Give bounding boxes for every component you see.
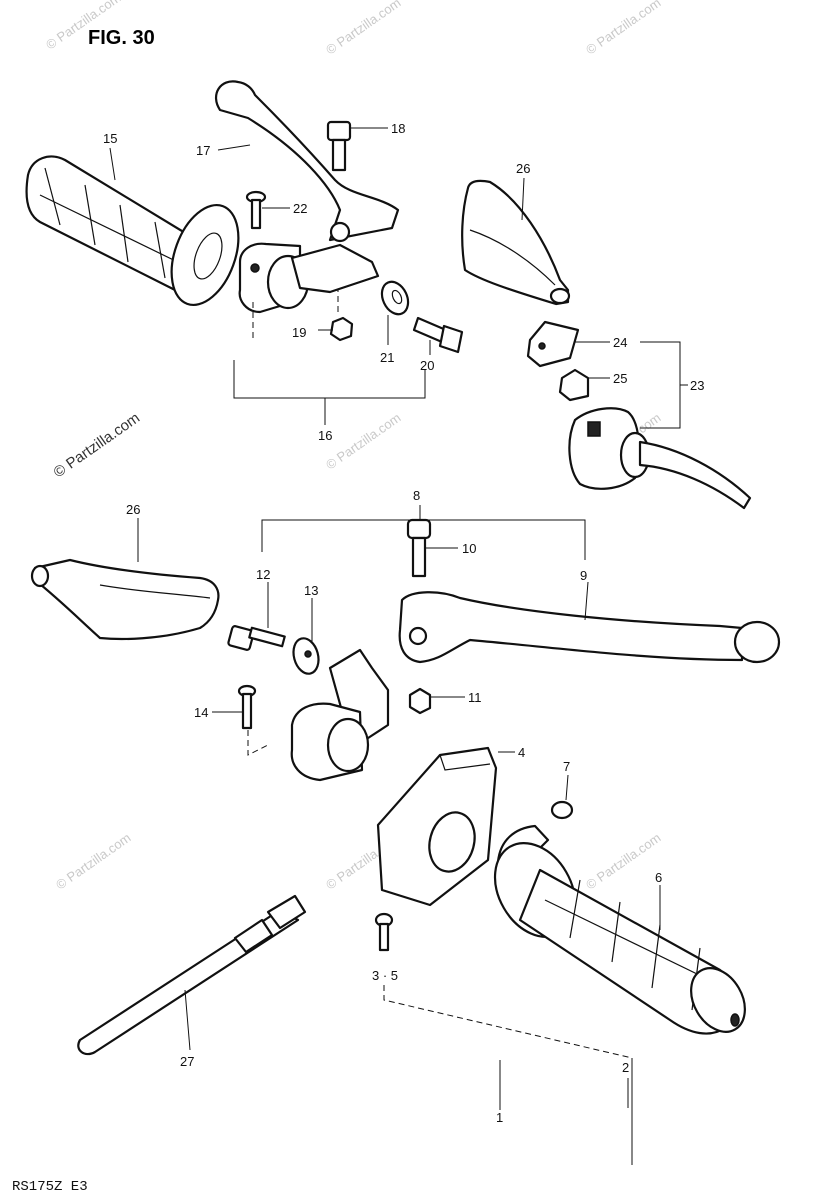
callout-26-top: 26	[516, 161, 530, 176]
callout-4: 4	[518, 745, 525, 760]
model-code: RS175Z E3	[12, 1179, 88, 1195]
callout-24: 24	[613, 335, 627, 350]
callout-6: 6	[655, 870, 662, 885]
callout-labels: 15 17 18 22 19 21 20 16 26 24 25 23 8 10…	[103, 121, 704, 1125]
watermark: © Partzilla.com	[583, 830, 663, 893]
callout-23: 23	[690, 378, 704, 393]
watermark: © Partzilla.com	[323, 410, 403, 473]
watermark: © Partzilla.com	[323, 0, 403, 57]
clutch-lever-part	[214, 80, 400, 243]
callout-15: 15	[103, 131, 117, 146]
callout-26-left: 26	[126, 502, 140, 517]
callout-13: 13	[304, 583, 318, 598]
callout-7: 7	[563, 759, 570, 774]
left-switch-assembly-part	[568, 407, 752, 510]
washer-13-part	[292, 637, 320, 675]
cap-7-part	[550, 800, 574, 820]
cable-tie-part	[77, 894, 307, 1056]
screw-3-5-part	[374, 912, 394, 952]
plate-25-part	[558, 368, 590, 402]
screw-14-part	[237, 684, 257, 730]
throttle-housing-part	[376, 746, 498, 907]
nut-11-part	[408, 687, 432, 715]
callout-21: 21	[380, 350, 394, 365]
washer-21-part	[380, 280, 410, 316]
callout-9: 9	[580, 568, 587, 583]
right-grip-part	[493, 824, 746, 1035]
watermark: © Partzilla.com	[53, 830, 133, 893]
callout-14: 14	[194, 705, 208, 720]
callout-18: 18	[391, 121, 405, 136]
watermark-dark: © Partzilla.com	[51, 409, 144, 481]
left-grip-part	[25, 155, 240, 307]
callout-17: 17	[196, 143, 210, 158]
watermark: © Partzilla.com	[583, 0, 663, 57]
callout-8: 8	[413, 488, 420, 503]
brake-lever-part	[398, 591, 781, 664]
assembly-brackets	[233, 290, 688, 1165]
callout-27: 27	[180, 1054, 194, 1069]
callout-25: 25	[613, 371, 627, 386]
adjuster-bolt-20-part	[412, 316, 464, 354]
switch-cover-left-part	[30, 558, 220, 641]
leader-lines	[109, 127, 661, 1051]
callout-10: 10	[462, 541, 476, 556]
callout-2: 2	[622, 1060, 629, 1075]
callout-3-5: 3 · 5	[372, 968, 398, 983]
clamp-24-part	[526, 320, 580, 368]
switch-cover-top-part	[461, 179, 571, 306]
figure-title: FIG. 30	[88, 27, 155, 49]
callout-20: 20	[420, 358, 434, 373]
callout-22: 22	[293, 201, 307, 216]
callout-16: 16	[318, 428, 332, 443]
screw-22-part	[245, 190, 267, 230]
callout-11: 11	[468, 690, 482, 705]
callout-12: 12	[256, 567, 270, 582]
pivot-bolt-part	[326, 120, 352, 172]
bolt-12-part	[227, 625, 286, 651]
left-lever-holder-part	[238, 242, 380, 314]
callout-19: 19	[292, 325, 306, 340]
nut-19-part	[329, 316, 354, 342]
right-lever-holder-part	[290, 648, 390, 782]
callout-1: 1	[496, 1110, 503, 1125]
